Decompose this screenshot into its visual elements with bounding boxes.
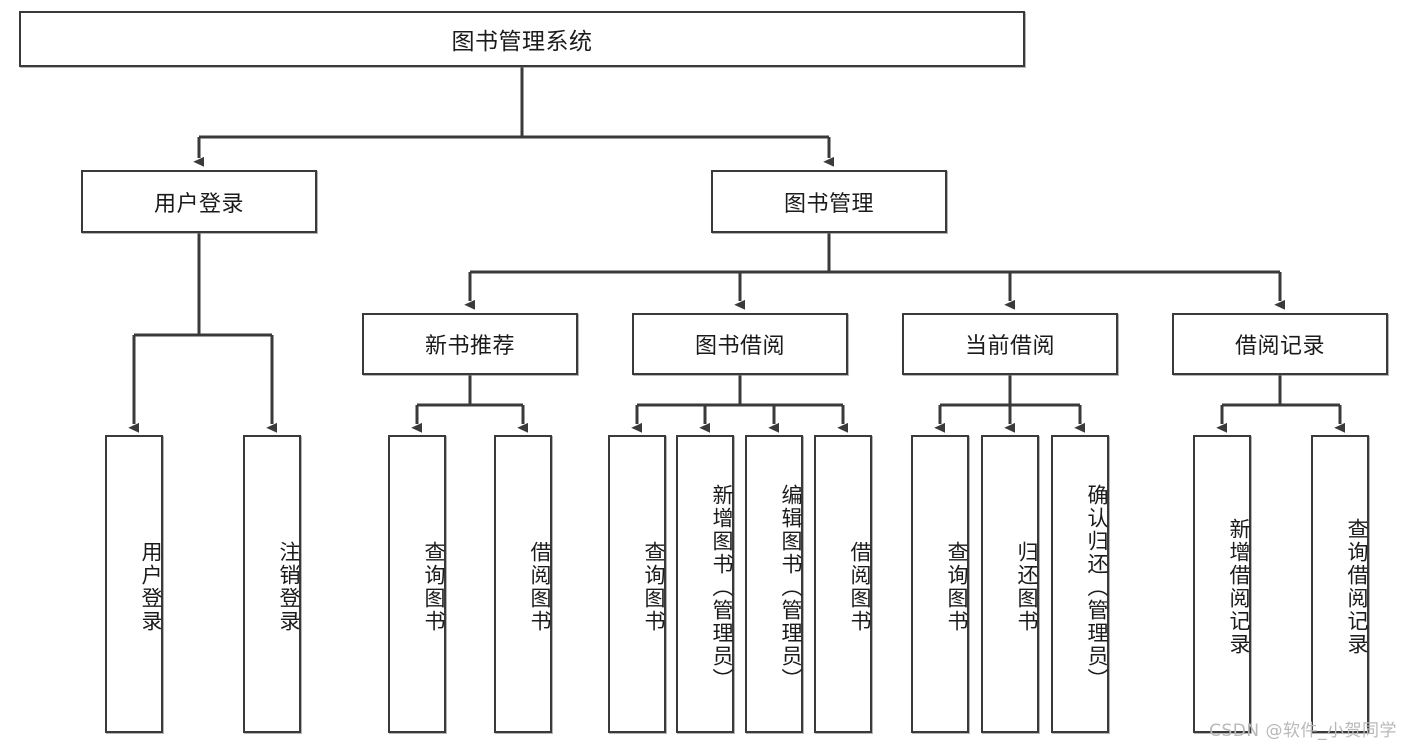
leaf-add-record-label: 新增借阅记录 — [1227, 518, 1251, 656]
node-book-manage[interactable]: 图书管理 — [711, 170, 947, 233]
node-current-borrow[interactable]: 当前借阅 — [902, 313, 1118, 375]
node-new-book-recommend[interactable]: 新书推荐 — [362, 313, 578, 375]
node-user-login-label: 用户登录 — [153, 191, 244, 217]
node-book-manage-label: 图书管理 — [783, 191, 874, 217]
leaf-edit-book[interactable]: 编辑图书（管理员） — [745, 435, 803, 733]
leaf-return-book[interactable]: 归还图书 — [981, 435, 1039, 733]
node-book-borrow-label: 图书借阅 — [694, 334, 785, 359]
leaf-query-record[interactable]: 查询借阅记录 — [1311, 435, 1369, 733]
leaf-add-record[interactable]: 新增借阅记录 — [1193, 435, 1251, 733]
node-new-book-recommend-label: 新书推荐 — [424, 334, 515, 359]
leaf-confirm-return-label: 确认归还（管理员） — [1085, 483, 1109, 691]
leaf-borrow-book-1[interactable]: 借阅图书 — [494, 435, 552, 733]
leaf-query-book-1-label: 查询图书 — [422, 541, 446, 633]
leaf-return-book-label: 归还图书 — [1015, 541, 1039, 633]
leaf-borrow-book-1-label: 借阅图书 — [528, 541, 552, 633]
leaf-confirm-return[interactable]: 确认归还（管理员） — [1051, 435, 1109, 733]
node-book-borrow[interactable]: 图书借阅 — [632, 313, 848, 375]
node-root-label: 图书管理系统 — [451, 29, 593, 55]
node-current-borrow-label: 当前借阅 — [964, 334, 1055, 359]
leaf-query-record-label: 查询借阅记录 — [1345, 518, 1369, 656]
leaf-query-book-2[interactable]: 查询图书 — [608, 435, 666, 733]
node-borrow-record[interactable]: 借阅记录 — [1172, 313, 1388, 375]
leaf-user-login[interactable]: 用户登录 — [105, 435, 163, 733]
leaf-query-book-3[interactable]: 查询图书 — [911, 435, 969, 733]
watermark-text: CSDN @软件_小贺同学 — [1209, 721, 1397, 741]
leaf-user-login-label: 用户登录 — [139, 541, 163, 633]
node-root[interactable]: 图书管理系统 — [19, 11, 1025, 67]
leaf-add-book[interactable]: 新增图书（管理员） — [676, 435, 734, 733]
leaf-edit-book-label: 编辑图书（管理员） — [779, 483, 803, 691]
leaf-borrow-book-2[interactable]: 借阅图书 — [814, 435, 872, 733]
leaf-user-logout-label: 注销登录 — [277, 541, 301, 633]
leaf-query-book-3-label: 查询图书 — [945, 541, 969, 633]
leaf-query-book-2-label: 查询图书 — [642, 541, 666, 633]
node-borrow-record-label: 借阅记录 — [1234, 334, 1325, 359]
leaf-borrow-book-2-label: 借阅图书 — [848, 541, 872, 633]
node-user-login[interactable]: 用户登录 — [81, 170, 317, 233]
leaf-query-book-1[interactable]: 查询图书 — [388, 435, 446, 733]
leaf-add-book-label: 新增图书（管理员） — [710, 483, 734, 691]
leaf-user-logout[interactable]: 注销登录 — [243, 435, 301, 733]
